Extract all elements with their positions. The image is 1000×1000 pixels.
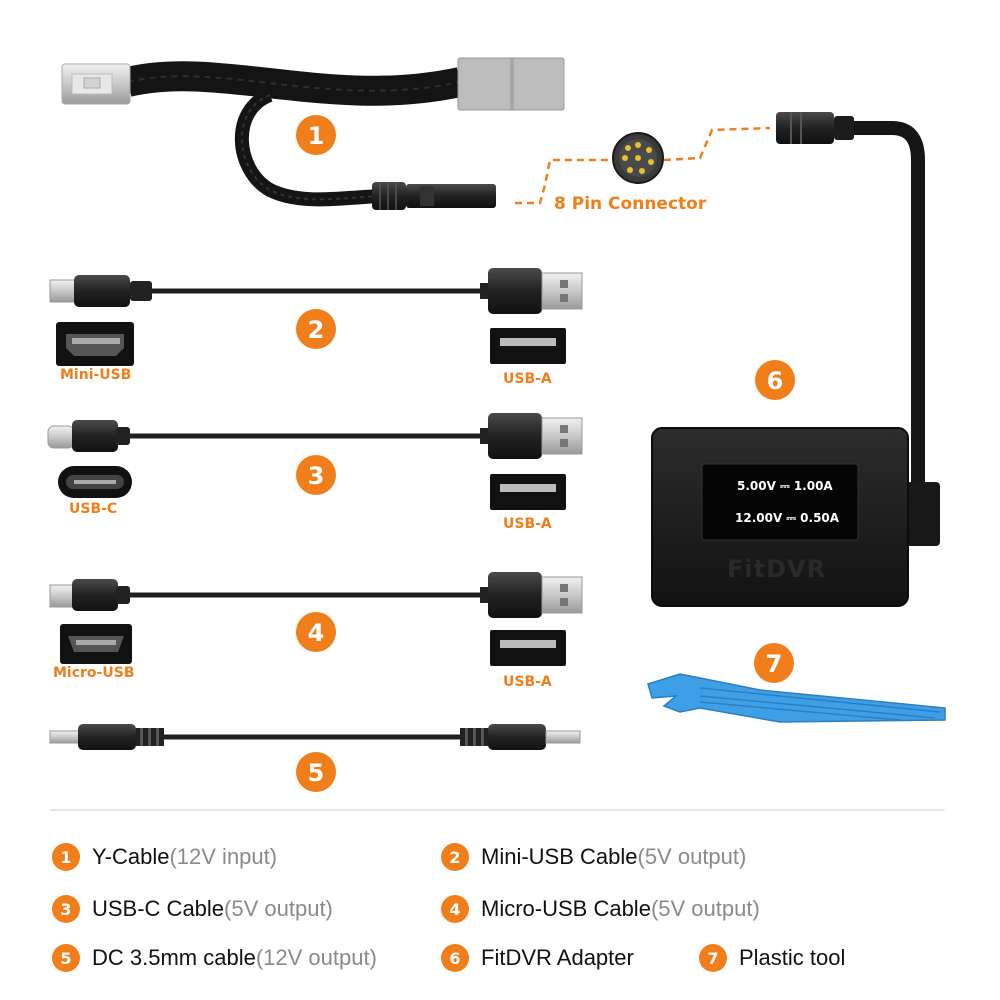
- port-label-mini-usb: Mini-USB: [60, 367, 131, 383]
- legend-item-3: 3 USB-C Cable (5V output): [52, 894, 333, 924]
- badge-5: 5: [296, 752, 336, 792]
- legend-item-1: 1 Y-Cable (12V input): [52, 842, 277, 872]
- legend-name: FitDVR Adapter: [481, 945, 634, 970]
- svg-text:1: 1: [308, 122, 325, 150]
- legend-item-4: 4 Micro-USB Cable (5V output): [441, 894, 760, 924]
- badge-1: 1: [296, 115, 336, 155]
- badge-3: 3: [296, 455, 336, 495]
- fitdvr-adapter: 5.00V ⎓ 1.00A 12.00V ⎓ 0.50A FitDVR: [651, 427, 909, 607]
- micro-usb-port-icon: [60, 624, 132, 664]
- legend-note: (5V output): [637, 844, 747, 869]
- legend-item-6: 6 FitDVR Adapter: [441, 943, 634, 973]
- legend-badge: 1: [52, 843, 80, 871]
- legend-item-5: 5 DC 3.5mm cable (12V output): [52, 943, 377, 973]
- dc-cable: [49, 724, 581, 750]
- legend-badge: 7: [699, 944, 727, 972]
- divider: [50, 809, 945, 811]
- badge-7: 7: [754, 643, 794, 683]
- connector-guide: 8 Pin Connector: [515, 126, 771, 214]
- svg-text:4: 4: [308, 619, 325, 647]
- mini-usb-cable: [49, 268, 583, 314]
- usb-a-port-icon: [490, 328, 566, 364]
- badge-6: 6: [755, 360, 795, 400]
- port-label-usb-a: USB-A: [503, 371, 552, 387]
- badge-2: 2: [296, 309, 336, 349]
- usb-c-port-icon: [58, 466, 132, 498]
- legend-badge: 2: [441, 843, 469, 871]
- legend-note: (12V input): [169, 844, 278, 869]
- legend-name: USB-C Cable: [92, 896, 225, 921]
- legend-badge: 5: [52, 944, 80, 972]
- legend-note: (5V output): [650, 896, 760, 921]
- screen-line-2: 12.00V ⎓ 0.50A: [735, 511, 840, 525]
- svg-text:5: 5: [308, 759, 325, 787]
- port-label-usb-c: USB-C: [69, 501, 117, 517]
- mini-usb-port-icon: [56, 322, 134, 366]
- legend-name: Y-Cable: [92, 844, 170, 869]
- svg-text:6: 6: [767, 367, 784, 395]
- legend-name: Micro-USB Cable: [481, 896, 651, 921]
- legend-badge: 6: [441, 944, 469, 972]
- legend-badge: 3: [52, 895, 80, 923]
- screen-line-1: 5.00V ⎓ 1.00A: [737, 479, 833, 493]
- legend-item-2: 2 Mini-USB Cable (5V output): [441, 842, 746, 872]
- port-label-usb-a: USB-A: [503, 674, 552, 690]
- micro-usb-cable: [49, 572, 583, 618]
- legend-name: Plastic tool: [739, 945, 846, 970]
- badge-4: 4: [296, 612, 336, 652]
- usb-c-cable: [47, 413, 583, 459]
- svg-text:2: 2: [308, 316, 325, 344]
- legend-name: Mini-USB Cable: [481, 844, 638, 869]
- legend-note: (5V output): [224, 896, 333, 921]
- connector-label: 8 Pin Connector: [554, 194, 707, 214]
- adapter-cable: [776, 112, 940, 546]
- svg-text:7: 7: [766, 650, 783, 678]
- y-cable: [61, 57, 565, 210]
- legend-item-7: 7 Plastic tool: [699, 943, 845, 973]
- brand-logo: FitDVR: [727, 555, 826, 583]
- legend-name: DC 3.5mm cable: [92, 945, 256, 970]
- port-label-usb-a: USB-A: [503, 516, 552, 532]
- legend-note: (12V output): [255, 945, 377, 970]
- port-label-micro-usb: Micro-USB: [53, 665, 134, 681]
- usb-a-port-icon: [490, 630, 566, 666]
- svg-text:3: 3: [308, 462, 325, 490]
- legend-badge: 4: [441, 895, 469, 923]
- plastic-tool: [647, 673, 946, 723]
- usb-a-port-icon: [490, 474, 566, 510]
